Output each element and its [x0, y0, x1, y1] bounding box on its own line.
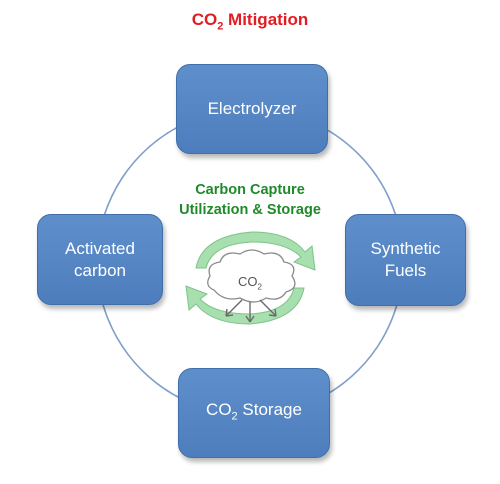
co2-cloud-icon — [207, 249, 296, 303]
dispersion-arrow-right — [259, 299, 277, 317]
dispersion-arrows-icon — [225, 299, 277, 323]
cloud-label: CO2 — [226, 274, 274, 292]
title-subscript: 2 — [217, 20, 224, 33]
node-synthetic-fuels: Synthetic Fuels — [345, 214, 466, 306]
diagram-title: CO2 Mitigation — [0, 10, 500, 32]
cloud-label-text: CO — [238, 274, 258, 289]
node-electrolyzer-label: Electrolyzer — [207, 99, 297, 118]
cloud-shape — [207, 249, 296, 303]
cloud-label-subscript: 2 — [257, 282, 262, 292]
center-label: Carbon Capture Utilization & Storage — [120, 180, 380, 220]
node-activated-carbon: Activated carbon — [37, 214, 163, 305]
node-co2-storage-subscript: 2 — [231, 410, 238, 423]
dispersion-arrow-left — [225, 299, 243, 317]
node-co2-storage-text-after: Storage — [237, 399, 302, 419]
node-co2-storage-text: CO — [206, 399, 232, 419]
node-electrolyzer: Electrolyzer — [176, 64, 328, 154]
title-text-after: Mitigation — [223, 10, 309, 29]
center-label-line1: Carbon Capture — [195, 182, 305, 198]
node-synthetic-fuels-line2: Fuels — [384, 261, 427, 280]
center-label-line2: Utilization & Storage — [179, 202, 321, 218]
node-co2-storage: CO2 Storage — [178, 368, 330, 458]
dispersion-arrow-mid-head — [245, 315, 255, 323]
dispersion-arrow-left-head — [225, 308, 234, 317]
dispersion-arrow-right-head — [268, 308, 277, 317]
node-synthetic-fuels-line1: Synthetic — [370, 239, 441, 258]
title-text: CO — [191, 10, 218, 29]
recycle-arrow-top — [195, 231, 316, 271]
node-activated-carbon-line1: Activated — [65, 238, 135, 258]
node-activated-carbon-line2: carbon — [74, 260, 126, 280]
